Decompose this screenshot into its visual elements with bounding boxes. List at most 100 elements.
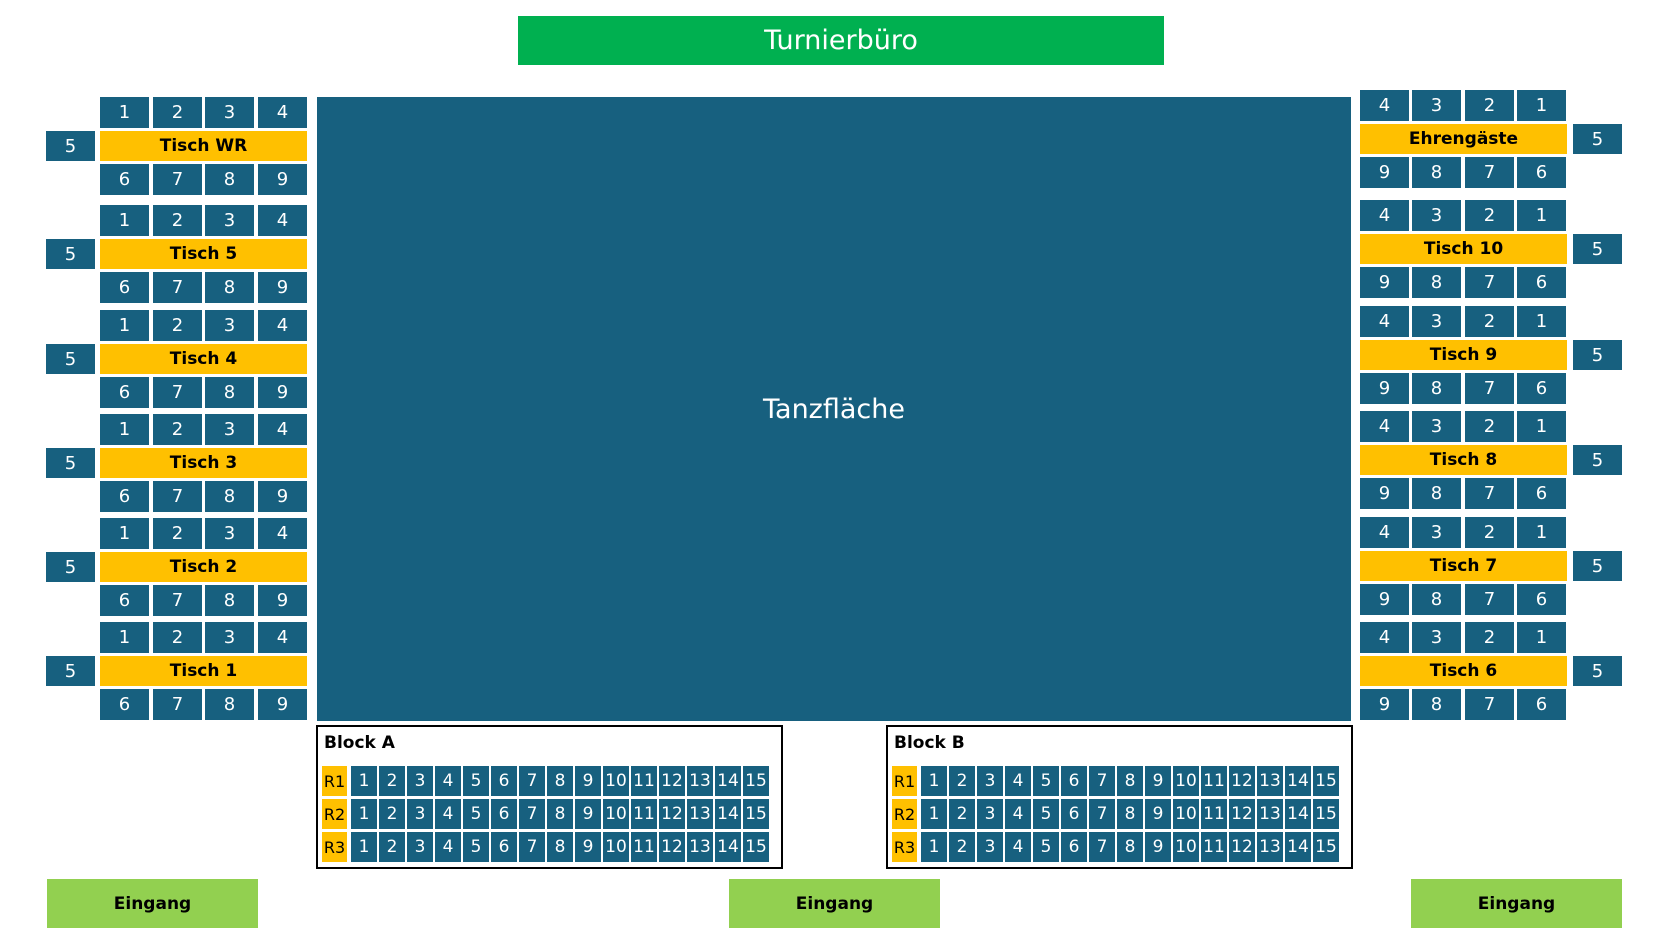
- block-seat: 13: [687, 832, 713, 862]
- seat: 3: [1412, 411, 1461, 442]
- block-seat: 12: [1229, 799, 1255, 829]
- row-label: R3: [322, 832, 347, 862]
- block-seat: 4: [435, 832, 461, 862]
- block-seat: 1: [921, 766, 947, 796]
- entrance-center: Eingang: [729, 879, 940, 928]
- table-name: Tisch 8: [1360, 445, 1567, 475]
- seat: 2: [153, 414, 202, 445]
- seat: 6: [100, 689, 149, 720]
- block-seat: 1: [921, 799, 947, 829]
- row-label: R1: [322, 766, 347, 796]
- seat: 9: [1360, 157, 1409, 188]
- seat: 2: [1465, 200, 1514, 231]
- seat: 2: [153, 310, 202, 341]
- block-seat: 12: [659, 832, 685, 862]
- seat: 6: [100, 585, 149, 616]
- seat: 7: [1465, 373, 1514, 404]
- seat: 1: [100, 622, 149, 653]
- block-seat: 3: [407, 799, 433, 829]
- block-seat: 5: [463, 799, 489, 829]
- seat: 2: [1465, 517, 1514, 548]
- seat: 1: [1517, 622, 1566, 653]
- block-seat: 8: [1117, 832, 1143, 862]
- seat: 1: [1517, 200, 1566, 231]
- block-seat: 3: [977, 766, 1003, 796]
- seat: 9: [258, 585, 307, 616]
- seat: 4: [258, 310, 307, 341]
- block-seat: 15: [1313, 766, 1339, 796]
- row-label: R3: [892, 832, 917, 862]
- seat-side: 5: [1573, 340, 1622, 370]
- seat: 3: [205, 97, 254, 128]
- seat: 6: [1517, 584, 1566, 615]
- seat: 7: [1465, 689, 1514, 720]
- seat: 4: [258, 414, 307, 445]
- seat: 8: [205, 272, 254, 303]
- block-seat: 3: [407, 766, 433, 796]
- block-seat: 5: [463, 832, 489, 862]
- seat: 7: [1465, 157, 1514, 188]
- entrance-right: Eingang: [1411, 879, 1622, 928]
- row-label: R1: [892, 766, 917, 796]
- block-seat: 10: [603, 799, 629, 829]
- block-seat: 9: [1145, 799, 1171, 829]
- seat: 7: [1465, 478, 1514, 509]
- seat: 6: [1517, 689, 1566, 720]
- block-seat: 1: [351, 766, 377, 796]
- seat: 3: [1412, 306, 1461, 337]
- block-seat: 7: [1089, 766, 1115, 796]
- block-seat: 9: [1145, 766, 1171, 796]
- block-seat: 10: [603, 832, 629, 862]
- block-seat: 14: [1285, 799, 1311, 829]
- seat: 6: [100, 481, 149, 512]
- seat: 9: [258, 377, 307, 408]
- block-seat: 10: [603, 766, 629, 796]
- seat: 4: [258, 518, 307, 549]
- block-seat: 14: [715, 832, 741, 862]
- seat: 1: [1517, 517, 1566, 548]
- block-seat: 13: [687, 799, 713, 829]
- block-title: Block A: [324, 733, 395, 753]
- row-label: R2: [892, 799, 917, 829]
- block-seat: 7: [519, 799, 545, 829]
- seat: 8: [1412, 584, 1461, 615]
- block-seat: 2: [379, 766, 405, 796]
- block-seat: 6: [491, 799, 517, 829]
- block-seat: 13: [1257, 766, 1283, 796]
- table-name: Ehrengäste: [1360, 124, 1567, 154]
- seat: 8: [1412, 478, 1461, 509]
- seat: 8: [205, 481, 254, 512]
- block-seat: 8: [547, 799, 573, 829]
- block-seat: 4: [1005, 832, 1031, 862]
- row-label: R2: [322, 799, 347, 829]
- seat-side: 5: [1573, 656, 1622, 686]
- block-seat: 13: [1257, 799, 1283, 829]
- block-seat: 10: [1173, 799, 1199, 829]
- seat: 7: [153, 164, 202, 195]
- seat: 8: [1412, 373, 1461, 404]
- block-seat: 10: [1173, 766, 1199, 796]
- block-seat: 2: [379, 832, 405, 862]
- seat: 1: [100, 414, 149, 445]
- block-seat: 5: [1033, 799, 1059, 829]
- seat-side: 5: [46, 131, 95, 161]
- block-seat: 11: [1201, 832, 1227, 862]
- seat: 2: [1465, 306, 1514, 337]
- block-seat: 1: [351, 799, 377, 829]
- block-seat: 9: [1145, 832, 1171, 862]
- block-seat: 6: [491, 832, 517, 862]
- seat: 7: [153, 377, 202, 408]
- block-seat: 8: [547, 832, 573, 862]
- seat: 3: [1412, 90, 1461, 121]
- block-seat: 10: [1173, 832, 1199, 862]
- dance-floor: Tanzfläche: [317, 97, 1351, 721]
- block-seat: 14: [1285, 832, 1311, 862]
- seat: 2: [153, 205, 202, 236]
- seat: 3: [205, 518, 254, 549]
- seat: 9: [1360, 584, 1409, 615]
- seat: 2: [153, 97, 202, 128]
- seat: 3: [205, 414, 254, 445]
- seat: 8: [205, 377, 254, 408]
- seat: 8: [205, 585, 254, 616]
